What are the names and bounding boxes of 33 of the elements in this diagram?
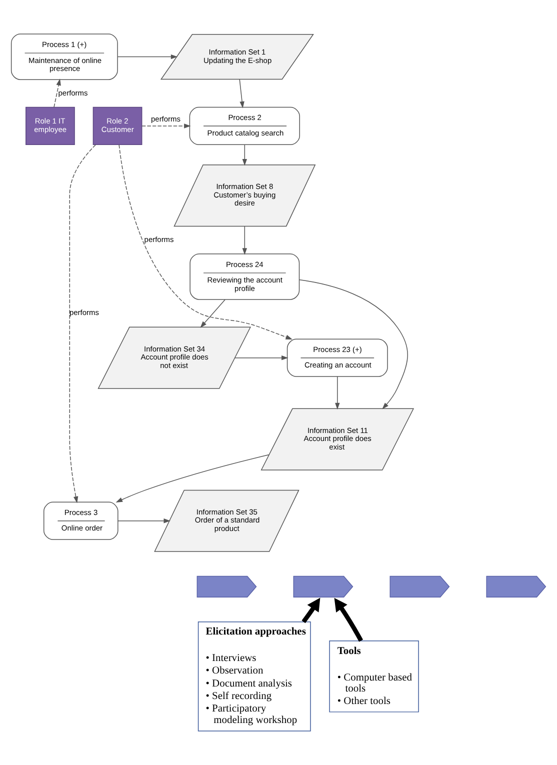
node-chevron <box>486 576 546 598</box>
node-chevron <box>390 576 450 598</box>
arrow <box>242 144 248 166</box>
node-chevron <box>293 576 354 598</box>
node-box: Elicitation approaches • Interviews • Observation • Document analysis • Self recording • Participatory modeling workshop <box>198 621 311 732</box>
arrow <box>234 355 288 360</box>
arrow <box>118 144 292 340</box>
edge-label: performs <box>144 234 174 244</box>
edge-label: performs <box>58 88 88 98</box>
node-box: Tools • Computer based tools • Other tools <box>329 640 419 712</box>
arrow <box>117 54 178 60</box>
arrow <box>142 124 191 128</box>
node-box: Role 1 IT employee <box>26 106 75 146</box>
node-box: Process 24 Reviewing the account profile <box>190 254 300 300</box>
edge-label: performs <box>70 308 99 318</box>
edge-label: performs <box>151 114 180 124</box>
node-box: Process 23 (+) Creating an account <box>286 338 388 377</box>
arrow <box>298 279 408 410</box>
arrow <box>118 518 170 524</box>
arrow <box>239 78 244 108</box>
arrow <box>302 598 320 624</box>
arrow <box>242 226 248 255</box>
arrow <box>69 144 96 504</box>
arrow <box>335 376 340 410</box>
node-box: Process 3 Online order <box>43 502 118 540</box>
node-box: Role 2 Customer <box>92 106 142 146</box>
node-chevron <box>196 576 257 598</box>
arrow <box>54 78 61 108</box>
node-box: Process 2 Product catalog search <box>189 106 300 146</box>
arrow <box>334 598 364 642</box>
arrow <box>116 454 270 502</box>
node-box: Process 1 (+) Maintenance of online presence <box>10 34 118 80</box>
arrow <box>200 299 226 328</box>
